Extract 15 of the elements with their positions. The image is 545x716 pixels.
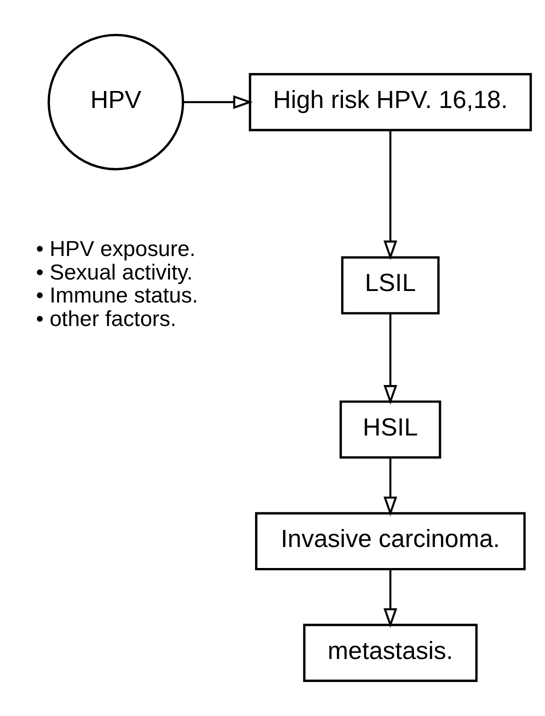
node-box: HSIL xyxy=(340,400,442,459)
arrow xyxy=(384,458,398,516)
label: • HPV exposure. xyxy=(36,236,196,262)
arrow xyxy=(384,130,398,260)
arrow xyxy=(182,95,253,109)
label: • Sexual activity. xyxy=(36,259,193,284)
node-box: metastasis. xyxy=(303,624,478,682)
label: • Immune status. xyxy=(36,282,198,308)
node-box: Invasive carcinoma. xyxy=(255,512,526,570)
arrow xyxy=(384,313,398,405)
node-box: LSIL xyxy=(341,256,440,314)
label: • other factors. xyxy=(36,306,176,331)
node-box: High risk HPV. 16,18. xyxy=(248,73,532,132)
node-circle: HPV xyxy=(48,34,184,170)
arrow xyxy=(384,570,398,628)
